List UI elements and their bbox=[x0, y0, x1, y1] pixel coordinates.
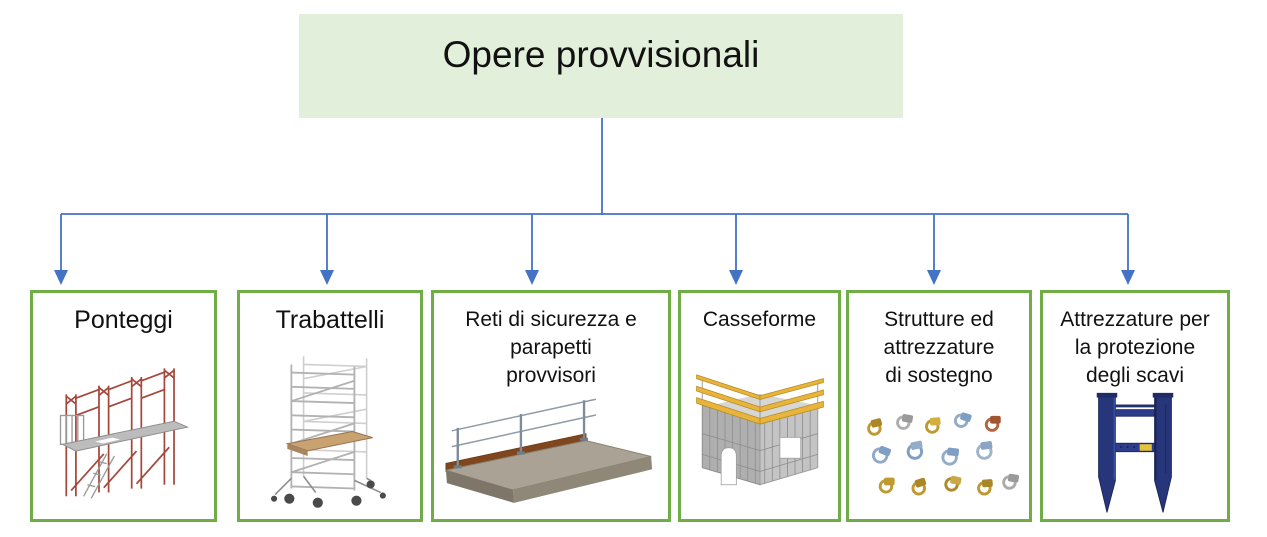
node-ponteggi: Ponteggi bbox=[30, 290, 217, 522]
connector-arrow-ponteggi bbox=[54, 214, 68, 285]
connector-arrow-scavi bbox=[1121, 214, 1135, 285]
connector-arrow-reti bbox=[525, 214, 539, 285]
node-casseforme-label: Casseforme bbox=[702, 308, 817, 331]
node-protezione-scavi-label: Attrezzature per la protezione degli sca… bbox=[1060, 308, 1210, 387]
protezione-scavi-illustration bbox=[1096, 393, 1174, 513]
root-node-opere-provvisionali: Opere provvisionali bbox=[299, 14, 903, 118]
node-strutture-sostegno-label: Strutture ed attrezzature di sostegno bbox=[883, 308, 995, 387]
scaffold-couplers-clamps-image bbox=[849, 390, 1029, 519]
casseforme-illustration bbox=[695, 374, 824, 486]
aluminium-mobile-tower-image bbox=[240, 336, 420, 519]
reti-parapetti-illustration bbox=[445, 398, 653, 504]
connector-arrow-casseforme bbox=[729, 214, 743, 285]
node-trabattelli: Trabattelli bbox=[237, 290, 423, 522]
blue-trench-shoring-box-image bbox=[1043, 390, 1227, 519]
slab-edge-temporary-guardrail-image bbox=[434, 390, 668, 519]
node-strutture-sostegno: Strutture ed attrezzature di sostegno bbox=[846, 290, 1032, 522]
corner-formwork-image bbox=[681, 334, 838, 519]
connector-arrow-strutture bbox=[927, 214, 941, 285]
node-reti-parapetti-label: Reti di sicurezza e parapetti provvisori bbox=[465, 308, 637, 387]
node-reti-parapetti: Reti di sicurezza e parapetti provvisori bbox=[431, 290, 671, 522]
node-protezione-scavi: Attrezzature per la protezione degli sca… bbox=[1040, 290, 1230, 522]
node-ponteggi-label: Ponteggi bbox=[74, 306, 173, 334]
diagram-title: Opere provvisionali bbox=[442, 34, 760, 75]
red-facade-scaffolding-image bbox=[33, 336, 214, 519]
trabattelli-illustration bbox=[271, 355, 386, 508]
node-trabattelli-label: Trabattelli bbox=[275, 306, 385, 334]
connector-arrow-trabattelli bbox=[320, 214, 334, 285]
node-casseforme: Casseforme bbox=[678, 290, 841, 522]
ponteggi-illustration bbox=[59, 367, 189, 499]
strutture-sostegno-illustration bbox=[867, 412, 1019, 496]
